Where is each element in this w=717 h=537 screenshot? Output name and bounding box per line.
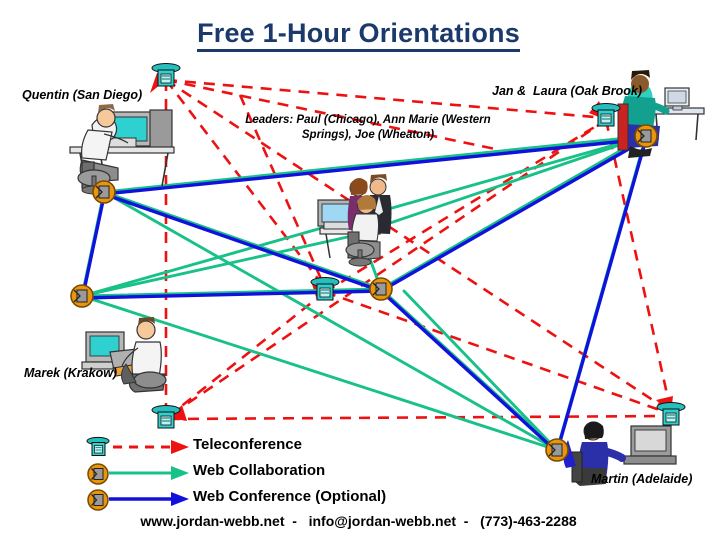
label-marek: Marek (Krakow) [24, 366, 118, 380]
legend-label-web-collaboration: Web Collaboration [193, 462, 326, 479]
page-title: Free 1-Hour Orientations [0, 18, 717, 52]
legend-label-web-conference: Web Conference (Optional) [193, 488, 387, 505]
web-node-icon [87, 489, 109, 516]
phone-nodes [151, 63, 686, 429]
footer-contact: www.jordan-webb.net - info@jordan-webb.n… [140, 513, 577, 529]
label-leaders: Leaders: Paul (Chicago), Ann Marie (West… [245, 114, 491, 141]
phone-bottom-left-icon [151, 405, 181, 429]
web-conference-line-sample [109, 492, 189, 511]
marek-person-clipart [81, 317, 167, 393]
legend-row-web-collaboration: Web Collaboration [85, 462, 435, 485]
phone-top-right-icon [591, 103, 621, 127]
web-node-quentin [92, 180, 116, 204]
label-jan-laura: Jan & Laura (Oak Brook) [492, 84, 643, 98]
web-nodes [70, 124, 658, 462]
legend-label-teleconference: Teleconference [193, 436, 302, 453]
teleconference-phone-icon [85, 436, 111, 463]
web-collaboration-line-sample [109, 466, 189, 485]
quentin-person-clipart [69, 104, 175, 195]
leaders-group-clipart [317, 174, 392, 267]
martin-person-clipart [563, 421, 677, 486]
web-node-marek [70, 284, 94, 308]
legend: Teleconference Web Collaboration [85, 436, 435, 515]
web-node-jan-laura [634, 124, 658, 148]
teleconference-line-sample [113, 440, 189, 459]
page-title-text: Free 1-Hour Orientations [197, 18, 520, 52]
phone-bottom-right-icon [656, 402, 686, 426]
web-node-martin [545, 438, 569, 462]
legend-row-web-conference: Web Conference (Optional) [85, 488, 435, 511]
web-conference-links [80, 137, 648, 454]
phone-center-icon [310, 277, 340, 301]
label-martin: Martin (Adelaide) [591, 472, 693, 486]
label-quentin: Quentin (San Diego) [22, 88, 143, 102]
phone-top-left-icon [151, 63, 181, 87]
web-node-center [369, 277, 393, 301]
legend-row-teleconference: Teleconference [85, 436, 435, 459]
web-node-icon [87, 463, 109, 490]
